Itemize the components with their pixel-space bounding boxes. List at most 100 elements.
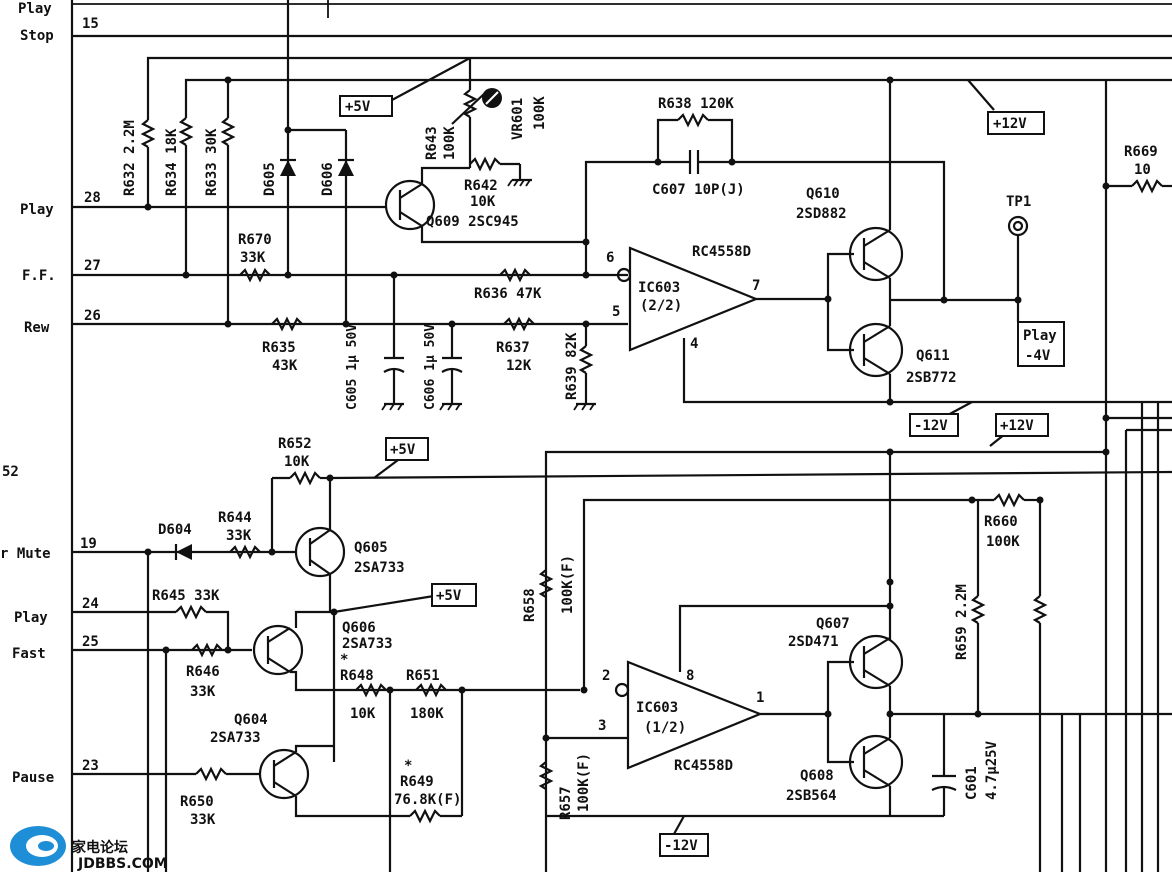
resistor-r669 bbox=[1131, 178, 1163, 194]
tag-plus5v-upper: +5V bbox=[339, 95, 393, 117]
label-r651-name: R651 bbox=[406, 668, 440, 684]
svg-text:-12V: -12V bbox=[664, 838, 698, 854]
label-r657-name: R657 bbox=[558, 786, 574, 820]
label-fast: Fast bbox=[12, 646, 46, 662]
label-c605: C605 1μ 50V bbox=[345, 324, 360, 410]
label-d605: D605 bbox=[262, 162, 278, 196]
pin-27: 27 bbox=[84, 258, 101, 274]
resistor-r657 bbox=[538, 761, 554, 790]
label-c607: C607 10P(J) bbox=[652, 182, 745, 198]
label-r642-name: R642 bbox=[464, 178, 498, 194]
potentiometer-vr601 bbox=[462, 89, 478, 118]
label-star-1: * bbox=[340, 652, 348, 668]
resistor-r639 bbox=[578, 345, 594, 374]
label-play-2: Play bbox=[14, 610, 48, 626]
label-q605-val: 2SA733 bbox=[354, 560, 405, 576]
resistor-r660 bbox=[993, 492, 1025, 508]
pin-23: 23 bbox=[82, 758, 99, 774]
label-d606: D606 bbox=[320, 162, 336, 196]
upper-top-wire bbox=[146, 56, 1172, 120]
label-rew: Rew bbox=[24, 320, 50, 336]
pin-28: 28 bbox=[84, 190, 101, 206]
label-star-2: * bbox=[404, 758, 412, 774]
label-r649-name: R649 bbox=[400, 774, 434, 790]
label-r659: R659 2.2M bbox=[954, 584, 970, 660]
tag-play-minus4v: Play -4V bbox=[1017, 321, 1065, 367]
label-pin2: 2 bbox=[602, 668, 610, 684]
label-c601-val: 4.7μ25V bbox=[984, 740, 1000, 800]
opamp-ic603-1of2 bbox=[626, 660, 763, 770]
label-q604-val: 2SA733 bbox=[210, 730, 261, 746]
label-r658-val: 100K(F) bbox=[560, 555, 576, 614]
label-ff: F.F. bbox=[22, 268, 56, 284]
resistor-r646 bbox=[191, 642, 223, 658]
label-52: 52 bbox=[2, 464, 19, 480]
resistor-r645 bbox=[175, 604, 207, 620]
label-q608-val: 2SB564 bbox=[786, 788, 837, 804]
label-r633: R633 30K bbox=[204, 128, 220, 196]
label-q608-name: Q608 bbox=[800, 768, 834, 784]
label-r644-val: 33K bbox=[226, 528, 252, 544]
label-stop: Stop bbox=[20, 28, 54, 44]
watermark-site: JDBBS.COM bbox=[77, 856, 168, 872]
label-r639: R639 82K bbox=[564, 332, 580, 400]
label-r660-name: R660 bbox=[984, 514, 1018, 530]
label-pin8: 8 bbox=[686, 668, 694, 684]
label-pin6: 6 bbox=[606, 250, 614, 266]
label-pin3: 3 bbox=[598, 718, 606, 734]
label-q609: Q609 2SC945 bbox=[426, 214, 519, 230]
resistor-r658 bbox=[538, 569, 554, 598]
resistor-r648 bbox=[355, 682, 387, 698]
label-q610-name: Q610 bbox=[806, 186, 840, 202]
resistor-r634 bbox=[178, 117, 194, 146]
label-r642-val: 10K bbox=[470, 194, 496, 210]
label-ic603-lower: IC603 bbox=[636, 700, 678, 716]
label-r650-val: 33K bbox=[190, 812, 216, 828]
tag-plus5v-mid: +5V bbox=[385, 437, 429, 461]
label-r643-val: 100K bbox=[442, 126, 458, 160]
svg-text:+5V: +5V bbox=[436, 588, 462, 604]
resistor-r670 bbox=[239, 267, 271, 283]
label-q607-val: 2SD471 bbox=[788, 634, 839, 650]
resistor-r632 bbox=[140, 119, 156, 148]
tag-minus12v-upper: -12V bbox=[909, 413, 959, 437]
resistor-r638 bbox=[677, 112, 709, 128]
watermark-cn: 家电论坛 bbox=[72, 839, 128, 856]
transistor-q605 bbox=[294, 526, 346, 578]
label-pin1: 1 bbox=[756, 690, 764, 706]
label-r670-name: R670 bbox=[238, 232, 272, 248]
resistor-r652 bbox=[289, 470, 321, 486]
label-r646-name: R646 bbox=[186, 664, 220, 680]
label-r637-name: R637 bbox=[496, 340, 530, 356]
label-q610-val: 2SD882 bbox=[796, 206, 847, 222]
label-r648-val: 10K bbox=[350, 706, 376, 722]
tag-plus12v-mid: +12V bbox=[995, 413, 1049, 437]
label-q606-val: 2SA733 bbox=[342, 636, 393, 652]
label-r652-val: 10K bbox=[284, 454, 310, 470]
label-vr601-name: VR601 bbox=[510, 98, 526, 140]
label-r638: R638 120K bbox=[658, 96, 734, 112]
label-r635-name: R635 bbox=[262, 340, 296, 356]
resistor-r661 bbox=[1032, 595, 1048, 624]
opamp-ic603-2of2 bbox=[628, 246, 759, 352]
tag-plus5v-lower: +5V bbox=[431, 583, 477, 607]
label-d604: D604 bbox=[158, 522, 192, 538]
label-play: Play bbox=[20, 202, 54, 218]
label-r635-val: 43K bbox=[272, 358, 298, 374]
pin-19: 19 bbox=[80, 536, 97, 552]
resistor-r651 bbox=[415, 682, 447, 698]
tag-minus12v-lower: -12V bbox=[659, 833, 709, 857]
label-r651-val: 180K bbox=[410, 706, 444, 722]
resistor-r650 bbox=[195, 766, 227, 782]
label-q611-val: 2SB772 bbox=[906, 370, 957, 386]
label-r634: R634 18K bbox=[164, 128, 180, 196]
svg-text:-12V: -12V bbox=[914, 418, 948, 434]
pin-25: 25 bbox=[82, 634, 99, 650]
label-ic603-upper-unit: (2/2) bbox=[640, 298, 682, 314]
resistor-r649 bbox=[409, 808, 441, 824]
label-c606: C606 1μ 50V bbox=[423, 324, 438, 410]
label-r652-name: R652 bbox=[278, 436, 312, 452]
plus12v-bus-upper bbox=[184, 78, 1172, 118]
transistor-q609 bbox=[384, 179, 436, 231]
label-q606-name: Q606 bbox=[342, 620, 376, 636]
